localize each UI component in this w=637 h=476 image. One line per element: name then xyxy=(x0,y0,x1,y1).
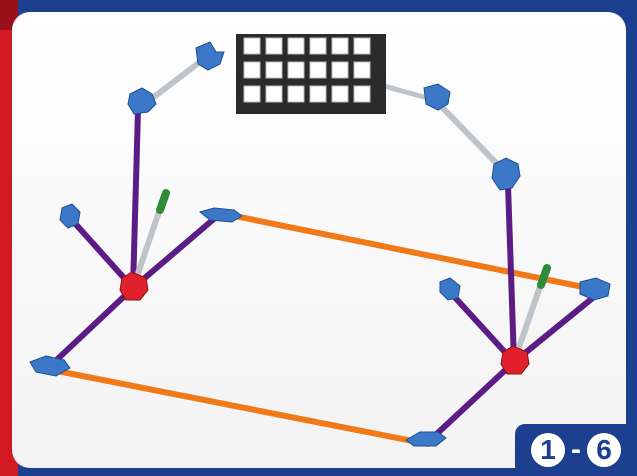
connector-back-left-icon xyxy=(198,207,243,223)
connector-left-diagonal-icon xyxy=(59,203,81,229)
purple-rod-right-back xyxy=(511,289,603,365)
gray-rod-left-short xyxy=(130,197,166,291)
purple-rod-left-diagonal xyxy=(69,217,136,291)
red-connectors xyxy=(119,271,530,375)
blue-connectors xyxy=(29,41,611,447)
connector-upper-right-icon xyxy=(423,83,451,111)
orange-rod-back xyxy=(222,211,601,293)
connector-right-diagonal-icon xyxy=(439,277,461,301)
step-start: 1 xyxy=(531,433,565,467)
red-connector-left-icon xyxy=(119,271,149,301)
purple-rod-left-front xyxy=(45,285,136,371)
green-rod-left xyxy=(156,189,170,214)
step-separator: - xyxy=(571,433,581,466)
red-connector-right-icon xyxy=(500,345,530,375)
purple-rod-right-diagonal xyxy=(447,289,517,365)
purple-rod-right-front xyxy=(425,359,517,445)
green-rod-right xyxy=(537,264,551,289)
connector-right-mid-icon xyxy=(491,157,521,191)
orange-rod-front xyxy=(49,367,431,447)
step-range-badge: 1 - 6 xyxy=(515,424,637,476)
gray-rod-top-right xyxy=(432,97,508,175)
purple-rod-left-back xyxy=(130,215,218,291)
purple-post-right xyxy=(505,182,517,365)
connector-front-left-icon xyxy=(29,355,71,377)
cube-grid-panel xyxy=(236,34,386,114)
connector-front-right-icon xyxy=(405,431,447,447)
purple-post-left xyxy=(130,107,141,291)
white-panel xyxy=(12,12,626,468)
connector-top-left-icon xyxy=(195,41,225,71)
connector-back-right-icon xyxy=(579,277,611,301)
step-end: 6 xyxy=(587,433,621,467)
gray-rod-top-left xyxy=(147,55,208,103)
gray-rod-right-short xyxy=(511,272,547,365)
connector-upper-left-icon xyxy=(127,87,157,115)
